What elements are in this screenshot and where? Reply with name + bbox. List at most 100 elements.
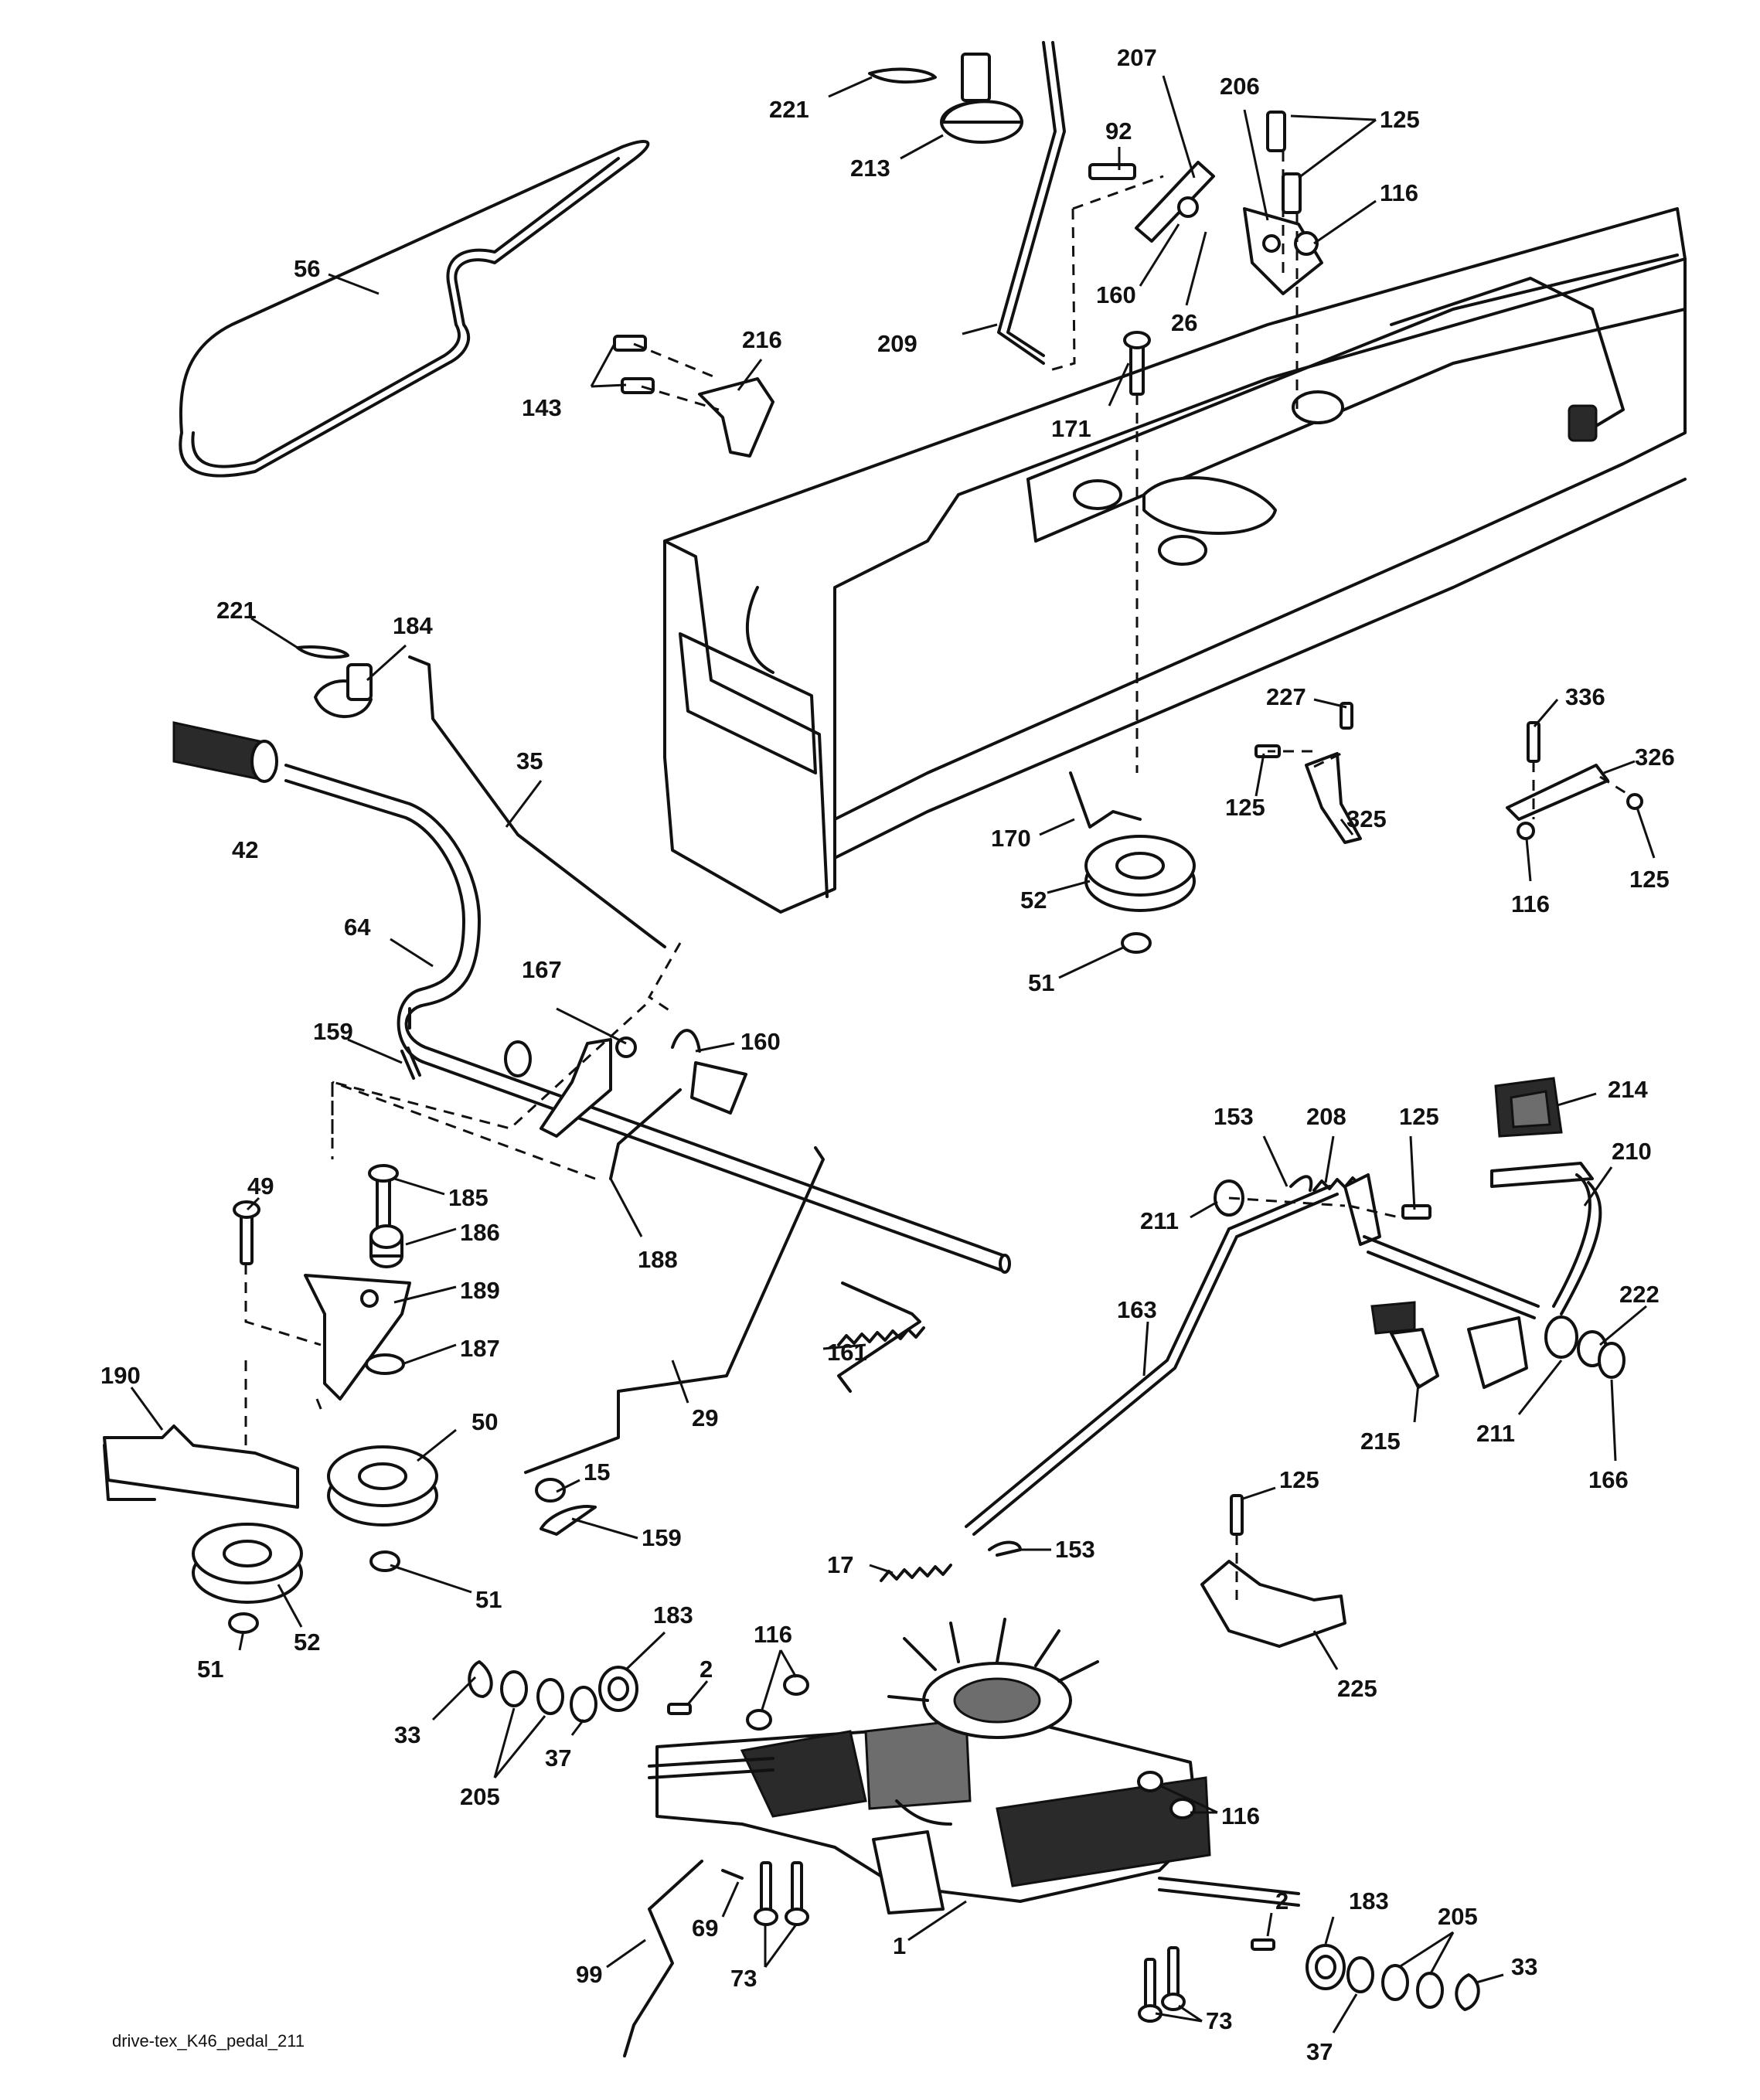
pedal-215 [1370,1301,1439,1389]
nuts-116-lower-right [1137,1771,1196,1819]
callout-15: 15 [584,1458,610,1486]
rod-163 [965,1185,1339,1536]
rod-35 [408,655,666,948]
washer-37-left [570,1686,597,1723]
callout-92: 92 [1105,117,1132,145]
frame-chassis [663,207,1687,914]
clip-153-upper [1289,1175,1313,1192]
callout-1: 1 [893,1932,906,1959]
bolt-125-lower [1230,1494,1244,1536]
spacer-186 [369,1224,403,1268]
pedal-bracket [1343,1173,1540,1319]
callout-159: 159 [313,1018,353,1045]
lever-plate [408,1007,747,1138]
callout-52: 52 [294,1629,320,1656]
washer-187 [365,1353,405,1375]
key-2-left [667,1703,692,1715]
callout-206: 206 [1220,73,1260,100]
callout-170: 170 [991,825,1031,852]
callout-33: 33 [1511,1953,1537,1980]
callout-69: 69 [692,1915,718,1942]
nut-116-top [1294,231,1319,256]
leader-lines [130,75,1656,2034]
bolts-73-left [754,1861,809,1926]
bolts-73-right [1138,1946,1186,2023]
callout-42: 42 [232,836,258,863]
callout-205: 205 [460,1783,500,1810]
knob-184 [314,663,373,719]
bearing-183-right [1306,1944,1346,1990]
washer-166 [1598,1342,1626,1379]
callout-221: 221 [216,597,257,624]
callout-2: 2 [700,1656,713,1683]
callout-51: 51 [1028,969,1054,996]
callout-190: 190 [100,1362,141,1389]
spring-161 [837,1281,925,1393]
bolts-125-top [1266,111,1302,214]
wire-170 [1069,771,1142,829]
transaxle-1 [648,1618,1300,1915]
callout-187: 187 [460,1335,500,1362]
callout-116: 116 [1380,179,1418,206]
callout-215: 215 [1360,1428,1401,1455]
callout-209: 209 [877,330,917,357]
callout-160: 160 [1096,281,1136,308]
pin-159-lower [540,1505,597,1536]
callout-50: 50 [471,1408,498,1435]
callout-17: 17 [827,1551,853,1578]
nuts-116-lower-left [746,1674,809,1731]
callout-125: 125 [1399,1103,1439,1130]
pulley-50 [327,1445,438,1526]
washer-211-lower [1544,1315,1578,1359]
pin-92 [1088,163,1136,180]
callout-64: 64 [344,914,371,941]
callout-185: 185 [448,1184,489,1211]
callout-153: 153 [1055,1536,1095,1563]
callout-125: 125 [1629,866,1670,893]
callout-labels: 221 213 56 143 216 209 92 207 206 125 11… [100,44,1675,2065]
pedal-pad-214 [1494,1077,1563,1138]
plate-189 [304,1274,411,1401]
callout-214: 214 [1608,1076,1648,1103]
callout-35: 35 [516,747,543,774]
callout-26: 26 [1171,309,1197,336]
callout-99: 99 [576,1961,602,1988]
callout-56: 56 [294,255,320,282]
callout-336: 336 [1565,683,1605,710]
washers-205-right [1381,1964,1444,2009]
clip-33-left [468,1660,493,1698]
washer-37-right [1346,1956,1374,1993]
callout-49: 49 [247,1173,274,1200]
washers-205-left [500,1670,564,1715]
clip-69 [721,1869,744,1880]
guard-225 [1200,1560,1346,1648]
callout-325: 325 [1346,805,1387,832]
plate-190 [103,1424,299,1509]
callout-51: 51 [475,1586,502,1613]
clip-33-right [1455,1973,1480,2011]
callout-222: 222 [1619,1281,1660,1308]
callout-125: 125 [1279,1466,1319,1493]
callout-171: 171 [1051,415,1091,442]
rod-29 [524,1146,825,1474]
callout-210: 210 [1612,1138,1652,1165]
callout-166: 166 [1588,1466,1629,1493]
lift-rod-209 [997,41,1066,365]
link-207 [1135,161,1215,243]
callout-213: 213 [850,155,890,182]
hairpin-221-top [868,67,937,84]
callout-183: 183 [1349,1887,1389,1915]
callout-2: 2 [1275,1887,1289,1915]
pedal-arm-210 [1467,1162,1602,1389]
nut-51-lower [228,1612,259,1634]
pin-159-upper [400,1047,421,1080]
callout-37: 37 [1306,2038,1333,2065]
callout-186: 186 [460,1219,500,1246]
callout-143: 143 [522,394,562,421]
callout-221: 221 [769,96,809,123]
callout-33: 33 [394,1721,420,1748]
callout-52: 52 [1020,887,1047,914]
callout-153: 153 [1214,1103,1254,1130]
callout-51: 51 [197,1656,223,1683]
